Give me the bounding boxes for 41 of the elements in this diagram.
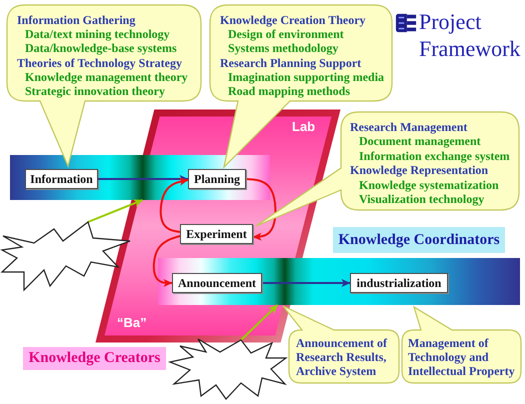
callout-item: Knowledge systematization: [359, 178, 499, 192]
starburst-shape: [1, 221, 131, 291]
callout-item: Road mapping methods: [228, 84, 350, 98]
process-box: Announcement: [172, 273, 262, 293]
arrow: [262, 278, 350, 288]
callout-item: Document management: [359, 134, 481, 149]
arrow: [88, 199, 144, 223]
role-label: Knowledge Creators: [23, 347, 166, 370]
callout-item: Data/knowledge-base systems: [25, 41, 177, 56]
process-box: Experiment: [180, 224, 253, 244]
callout-item: Information exchange system: [359, 148, 510, 164]
callout-item: Imagination supporting media: [228, 70, 384, 84]
callout-item: Strategic innovation theory: [25, 84, 165, 98]
process-box: Information: [25, 169, 98, 189]
speech-bubble: [255, 111, 520, 227]
callout-text: Management of Technology and Intellectual Property: [408, 336, 516, 378]
callout-heading: Research Management: [350, 120, 468, 134]
callout-item: Systems methodology: [228, 41, 338, 56]
callout-heading: Research Planning Support: [220, 56, 362, 70]
speech-bubble: [401, 306, 522, 384]
curved-arrow: [160, 178, 188, 233]
area-label: “Ba”: [117, 315, 147, 330]
callout-item: Knowledge management theory: [25, 70, 188, 84]
process-box: industrialization: [350, 273, 448, 293]
area-label: Lab: [292, 119, 316, 134]
curved-arrow: [246, 178, 276, 241]
callout-text: Announcement of Research Results, Archive System: [296, 336, 388, 378]
callout-heading: Theories of Technology Strategy: [17, 56, 182, 70]
callout-item: Visualization technology: [359, 192, 484, 206]
process-box: Planning: [188, 169, 246, 189]
role-label: Knowledge Coordinators: [333, 227, 505, 253]
diagram-title: Project Framework: [419, 8, 522, 62]
speech-bubble: [282, 305, 400, 384]
arrow: [240, 304, 278, 341]
callout-heading: Information Gathering: [17, 13, 136, 28]
callout-item: Design of environment: [228, 27, 344, 42]
callout-item: Data/text mining technology: [25, 27, 170, 42]
callout-heading: Knowledge Representation: [350, 163, 488, 178]
curved-arrow: [152, 235, 180, 288]
starburst-shape: [169, 338, 287, 400]
callout-heading: Knowledge Creation Theory: [220, 13, 366, 28]
